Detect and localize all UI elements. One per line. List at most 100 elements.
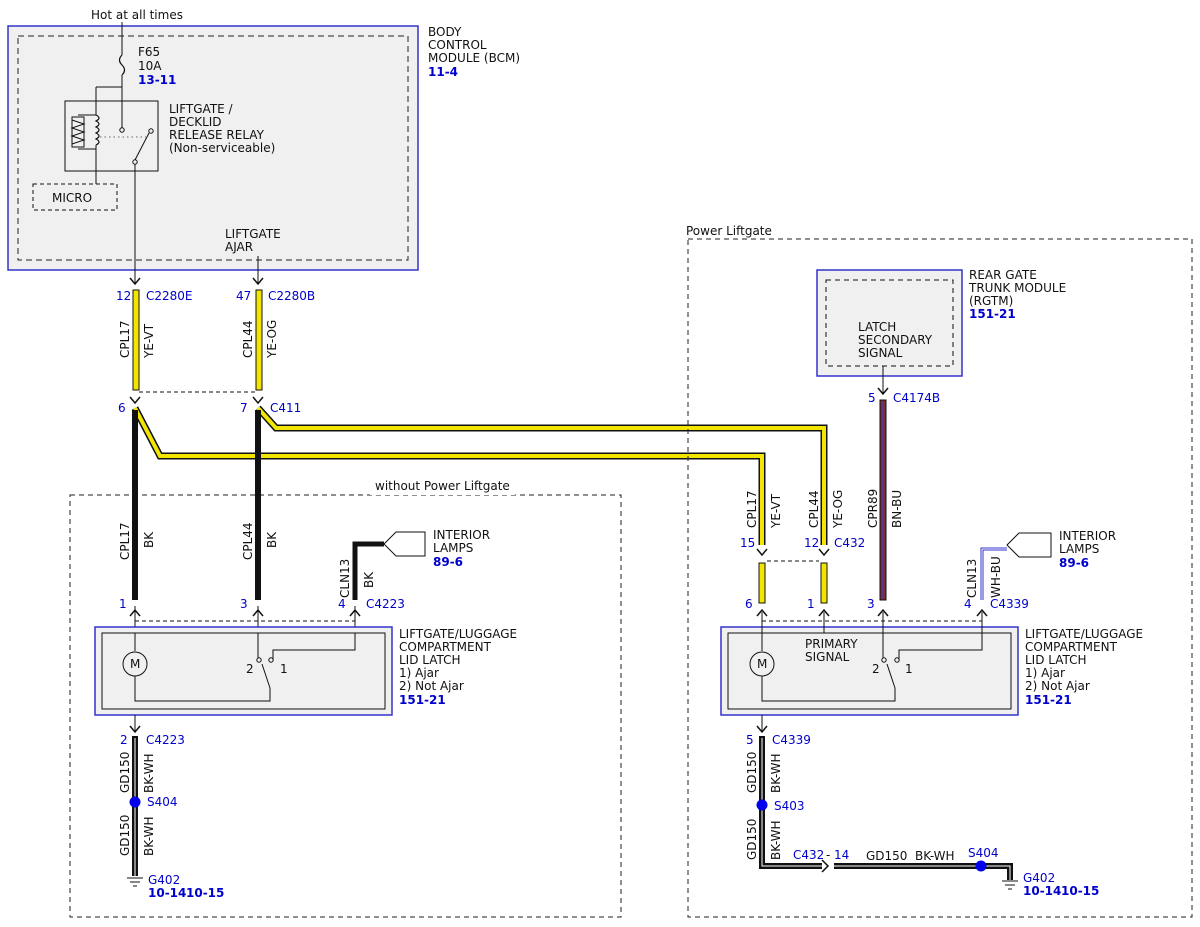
c4339-ground-connector[interactable]: C4339 <box>772 733 811 747</box>
gd150-left-color-2: BK-WH <box>142 816 156 856</box>
bcm-ref-link[interactable]: 11-4 <box>428 65 458 79</box>
bcm-title-1: BODY <box>428 25 462 39</box>
fuse-ref-link[interactable]: 13-11 <box>138 73 176 87</box>
g402-right-label[interactable]: G402 <box>1023 871 1055 885</box>
c411-pin-6: 6 <box>118 401 126 415</box>
c411-chevron-right <box>252 396 264 405</box>
cpl17-ye-vt-wire <box>132 289 140 391</box>
s404-left-label[interactable]: S404 <box>147 795 178 809</box>
rgtm-title-2: TRUNK MODULE <box>968 281 1066 295</box>
cln13-circuit-left: CLN13 <box>338 559 352 598</box>
latch-right-label-5: 2) Not Ajar <box>1025 679 1090 693</box>
cln13-color-left: BK <box>362 571 376 588</box>
bcm-title-2: CONTROL <box>428 38 487 52</box>
c4339-chevron-4 <box>976 608 988 617</box>
cln13-color-right: WH-BU <box>989 556 1003 598</box>
latch-right-outer <box>720 626 1019 716</box>
motor-left-m: M <box>130 657 140 671</box>
gd150-right-stripe <box>761 738 822 867</box>
latch-right-label-2: COMPARTMENT <box>1025 640 1118 654</box>
bcm-outer-box <box>7 25 419 271</box>
g402-left-ref-2[interactable]: 10-15 <box>186 886 224 900</box>
interior-lamps-left-1: INTERIOR <box>433 528 490 542</box>
latch-right-switch-arm <box>886 663 896 689</box>
g402-right-ref-1[interactable]: 10-14 <box>1023 884 1061 898</box>
hot-at-all-times-label: Hot at all times <box>91 8 183 22</box>
s404-right-label[interactable]: S404 <box>968 846 999 860</box>
bcm-inner-dashed-box <box>17 35 409 261</box>
c2280e-connector[interactable]: C2280E <box>146 289 193 303</box>
c4174b-chevron <box>877 387 889 396</box>
cpl44-color: YE-OG <box>265 320 279 359</box>
rgtm-inner-box <box>825 279 954 367</box>
c411-connector[interactable]: C411 <box>270 401 301 415</box>
c2280b-chevron <box>252 277 264 286</box>
interior-lamps-left-ref[interactable]: 89-6 <box>433 555 463 569</box>
c4339-connector[interactable]: C4339 <box>990 597 1029 611</box>
relay-contact-a <box>119 127 125 133</box>
latch-left-sw2: 2 <box>246 662 254 676</box>
relay-label-3: RELEASE RELAY <box>169 128 265 142</box>
relay-label-2: DECKLID <box>169 115 222 129</box>
c432-chevron-15 <box>756 548 768 557</box>
rgtm-signal-2: SECONDARY <box>858 333 933 347</box>
c4174b-connector[interactable]: C4174B <box>893 391 940 405</box>
rgtm-outer-box <box>816 269 963 377</box>
s403-label[interactable]: S403 <box>774 799 805 813</box>
gd150-left-circuit-1: GD150 <box>118 752 132 793</box>
rgtm-title-3: (RGTM) <box>969 294 1013 308</box>
relay-coil <box>94 114 100 146</box>
fuse-name: F65 <box>138 45 160 59</box>
cpl17-right-color: YE-VT <box>769 493 783 529</box>
rgtm-ref[interactable]: 151-21 <box>969 307 1016 321</box>
latch-right-label-3: LID LATCH <box>1025 653 1087 667</box>
without-power-liftgate-label: without Power Liftgate <box>375 479 510 493</box>
c4339-chevron-6 <box>756 608 768 617</box>
g402-right-ref-2[interactable]: 10-15 <box>1061 884 1099 898</box>
latch-left-ref[interactable]: 151-21 <box>399 693 446 707</box>
c4174b-pin: 5 <box>868 391 876 405</box>
c432-ground-connector[interactable]: C432 <box>793 848 824 862</box>
primary-signal-1: PRIMARY <box>805 637 858 651</box>
bcm-module: BODY CONTROL MODULE (BCM) 11-4 <box>7 25 520 271</box>
latch-left-label-5: 2) Not Ajar <box>399 679 464 693</box>
cpl44-bk-color: BK <box>265 531 279 548</box>
latch-module-right: M 2 1 PRIMARY SIGNAL <box>720 612 1019 732</box>
c4223-ground-chevron <box>129 725 141 734</box>
cpl44-circuit: CPL44 <box>241 320 255 358</box>
latch-right-sw2: 2 <box>872 662 880 676</box>
latch-left-label-1: LIFTGATE/LUGGAGE <box>399 627 517 641</box>
cln13-wh-bu-stripe <box>981 548 1007 600</box>
rgtm-signal-1: LATCH <box>858 320 896 334</box>
cpr89-circuit: CPR89 <box>866 489 880 528</box>
latch-right-ref[interactable]: 151-21 <box>1025 693 1072 707</box>
gd150-left-circuit-2: GD150 <box>118 815 132 856</box>
gd150-right-color-1: BK-WH <box>769 753 783 793</box>
c4223-ground-connector[interactable]: C4223 <box>146 733 185 747</box>
c4339-chevron-3 <box>877 608 889 617</box>
cpl17-route-to-c432 <box>133 407 764 545</box>
c4339-ground-chevron <box>756 725 768 734</box>
c432-connector[interactable]: C432 <box>834 536 865 550</box>
c432-chevron-12 <box>818 548 830 557</box>
latch-right-label-1: LIFTGATE/LUGGAGE <box>1025 627 1143 641</box>
latch-left-inner <box>101 632 386 710</box>
gd150-right-stripe-3 <box>834 865 1011 880</box>
cln13-bk-wire <box>352 541 384 600</box>
liftgate-release-relay <box>64 87 159 283</box>
ground-symbol-left <box>127 877 143 887</box>
c2280b-connector[interactable]: C2280B <box>268 289 315 303</box>
s404-splice-left <box>129 796 141 808</box>
motor-right-m: M <box>757 657 767 671</box>
relay-box <box>64 100 159 172</box>
g402-left-label[interactable]: G402 <box>148 873 180 887</box>
c4223-connector[interactable]: C4223 <box>366 597 405 611</box>
cpl17-bk-circuit: CPL17 <box>118 522 132 560</box>
g402-left-ref-1[interactable]: 10-14 <box>148 886 186 900</box>
c4339-pin-6: 6 <box>745 597 753 611</box>
relay-label-1: LIFTGATE / <box>169 102 234 116</box>
relay-contact-b <box>148 128 154 134</box>
gd150-left-color-1: BK-WH <box>142 753 156 793</box>
interior-lamps-right-ref[interactable]: 89-6 <box>1059 556 1089 570</box>
